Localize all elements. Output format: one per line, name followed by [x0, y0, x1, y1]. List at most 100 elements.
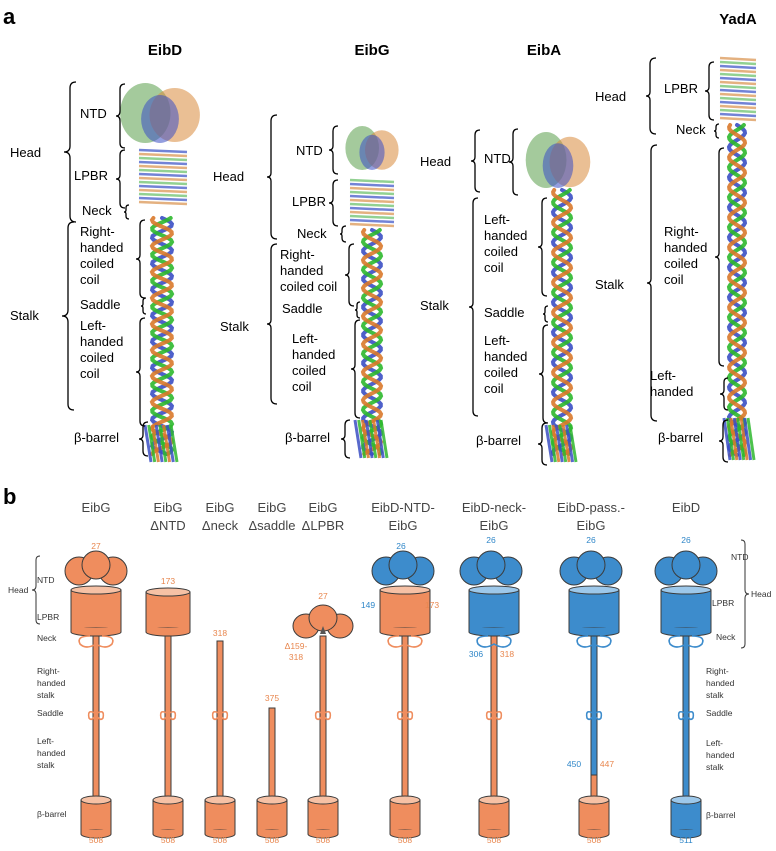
neck-swap-barrel-top [478, 795, 510, 805]
yada-head-label: Head [595, 89, 626, 104]
eibg-ntd-centre [81, 550, 111, 580]
eibg-stalk-strand-1 [361, 228, 383, 456]
dntd-saddle [159, 710, 177, 721]
eibg-barrel-strand [360, 419, 370, 459]
eibg-barrel-strand [375, 419, 385, 459]
res-neck-top: 26 [486, 535, 496, 545]
b-right-head: Head [751, 589, 772, 599]
b-right-ntd: NTD [731, 552, 748, 562]
yada-barrel-label: β-barrel [658, 430, 703, 445]
eiba-barrel-strand [565, 424, 575, 463]
yada-lpbr-domain-strand [719, 108, 757, 114]
res-ntd-bottom: 508 [398, 835, 412, 845]
construct-title-4b: Δsaddle [249, 518, 296, 533]
eibg-rh-line2: handed [280, 263, 323, 278]
construct-title-9: EibD [672, 500, 700, 515]
yada-stalk-strand-2 [726, 123, 748, 457]
yada-barrel-strand [739, 417, 749, 461]
construct-dsaddle [256, 707, 288, 839]
eibg-lpbr-domain-strand [349, 206, 395, 212]
neck-swap-barrel-cover [479, 830, 509, 834]
construct-title-8a: EibD-pass.- [557, 500, 625, 515]
ntd-swap-barrel-top [389, 795, 421, 805]
ntd-swap-neck [387, 635, 423, 648]
yada-lh-line2: handed [650, 384, 693, 399]
eibd-lpbr-top [660, 585, 712, 595]
neck-swap-ntd-centre [476, 550, 506, 580]
dsaddle-barrel-cover [257, 830, 287, 834]
title-eibd: EibD [148, 42, 182, 59]
eibd-stalk-label: Stalk [10, 308, 39, 323]
dntd-barrel [152, 795, 184, 839]
panel-b-label: b [3, 484, 16, 509]
b-left-neck: Neck [37, 633, 57, 643]
eiba-barrel-strand [551, 424, 561, 463]
yada-lpbr-domain-strand [719, 104, 757, 110]
eiba-lh2-line1: Left- [484, 333, 510, 348]
eiba-ntd-domain [525, 132, 591, 189]
b-left-rh1: Right- [37, 666, 60, 676]
b-left-rh2: handed [37, 678, 66, 688]
dneck-saddle [211, 710, 229, 721]
neck-swap-ntd [459, 550, 523, 586]
construct-title-7b: EibG [480, 518, 509, 533]
eibg-lpbr-domain-strand [349, 186, 395, 192]
eibd-barrel-strand [150, 424, 160, 463]
b-left-lpbr: LPBR [37, 612, 59, 622]
b-right-saddle: Saddle [706, 708, 733, 718]
eibd-stalk-strand-2 [150, 216, 175, 456]
eibd-saddle [677, 710, 695, 721]
construct-title-2a: EibG [154, 500, 183, 515]
eiba-barrel-strand [558, 424, 568, 463]
b-right-lh3: stalk [706, 762, 724, 772]
res-dntd-top: 173 [161, 576, 175, 586]
res-ntd-left: 149 [361, 600, 375, 610]
eibd-barrel [670, 795, 702, 839]
dlpbr-barrel-body [307, 799, 339, 835]
yada-stalk-strand-3 [727, 123, 748, 457]
eibd-lpbr-domain-strand [138, 160, 188, 166]
eibd-barrel-strand [162, 424, 172, 463]
eiba-barrel-strand [554, 424, 564, 463]
res-ntd-right: 173 [425, 600, 439, 610]
eibd-saddle-label: Saddle [80, 297, 120, 312]
b-left-lh3: stalk [37, 760, 55, 770]
construct-title-8b: EibG [577, 518, 606, 533]
eibd-lh-line1: Left- [80, 318, 106, 333]
b-right-lpbr: LPBR [712, 598, 734, 608]
construct-title-6a: EibD-NTD- [371, 500, 435, 515]
yada-rh-line3: coiled [664, 256, 698, 271]
eibg-barrel-strand [379, 419, 389, 459]
yada-barrel-strand [729, 417, 739, 461]
pass-swap-lpbr-cover [569, 628, 619, 632]
ntd-swap-barrel-cover [390, 830, 420, 834]
yada-barrel-strand [725, 417, 735, 461]
dlpbr-barrel-top [307, 795, 339, 805]
res-neck-bottom: 508 [487, 835, 501, 845]
eibg-barrel-label: β-barrel [285, 430, 330, 445]
title-eiba: EibA [527, 42, 561, 59]
eibg-ntd-domain [345, 126, 399, 170]
eibd-barrel-top [670, 795, 702, 805]
eibd-lpbr-domain-strand [138, 152, 188, 158]
yada-lpbr-domain-strand [719, 92, 757, 98]
eibg-stalk-strand-2 [360, 228, 384, 456]
dntd-lpbr [145, 587, 191, 637]
dneck-barrel [204, 795, 236, 839]
yada-lh-line1: Left- [650, 368, 676, 383]
pass-swap-barrel-body [578, 799, 610, 835]
pass-swap-barrel-cover [579, 830, 609, 834]
dsaddle-barrel [256, 795, 288, 839]
yada-lpbr-domain-strand [719, 84, 757, 90]
eibg-lpbr-domain-strand [349, 182, 395, 188]
eibg-barrel-strand [368, 419, 378, 459]
b-left-lh1: Left- [37, 736, 54, 746]
eibg-neck [78, 635, 114, 648]
yada-barrel-strand [746, 417, 756, 461]
eiba-head-label: Head [420, 154, 451, 169]
eibg-lpbr-domain-strand [349, 190, 395, 196]
eibg-lpbr-domain-strand [349, 194, 395, 200]
construct-neck-swap [459, 550, 523, 839]
eibg-stalk-strand-3 [360, 228, 384, 456]
